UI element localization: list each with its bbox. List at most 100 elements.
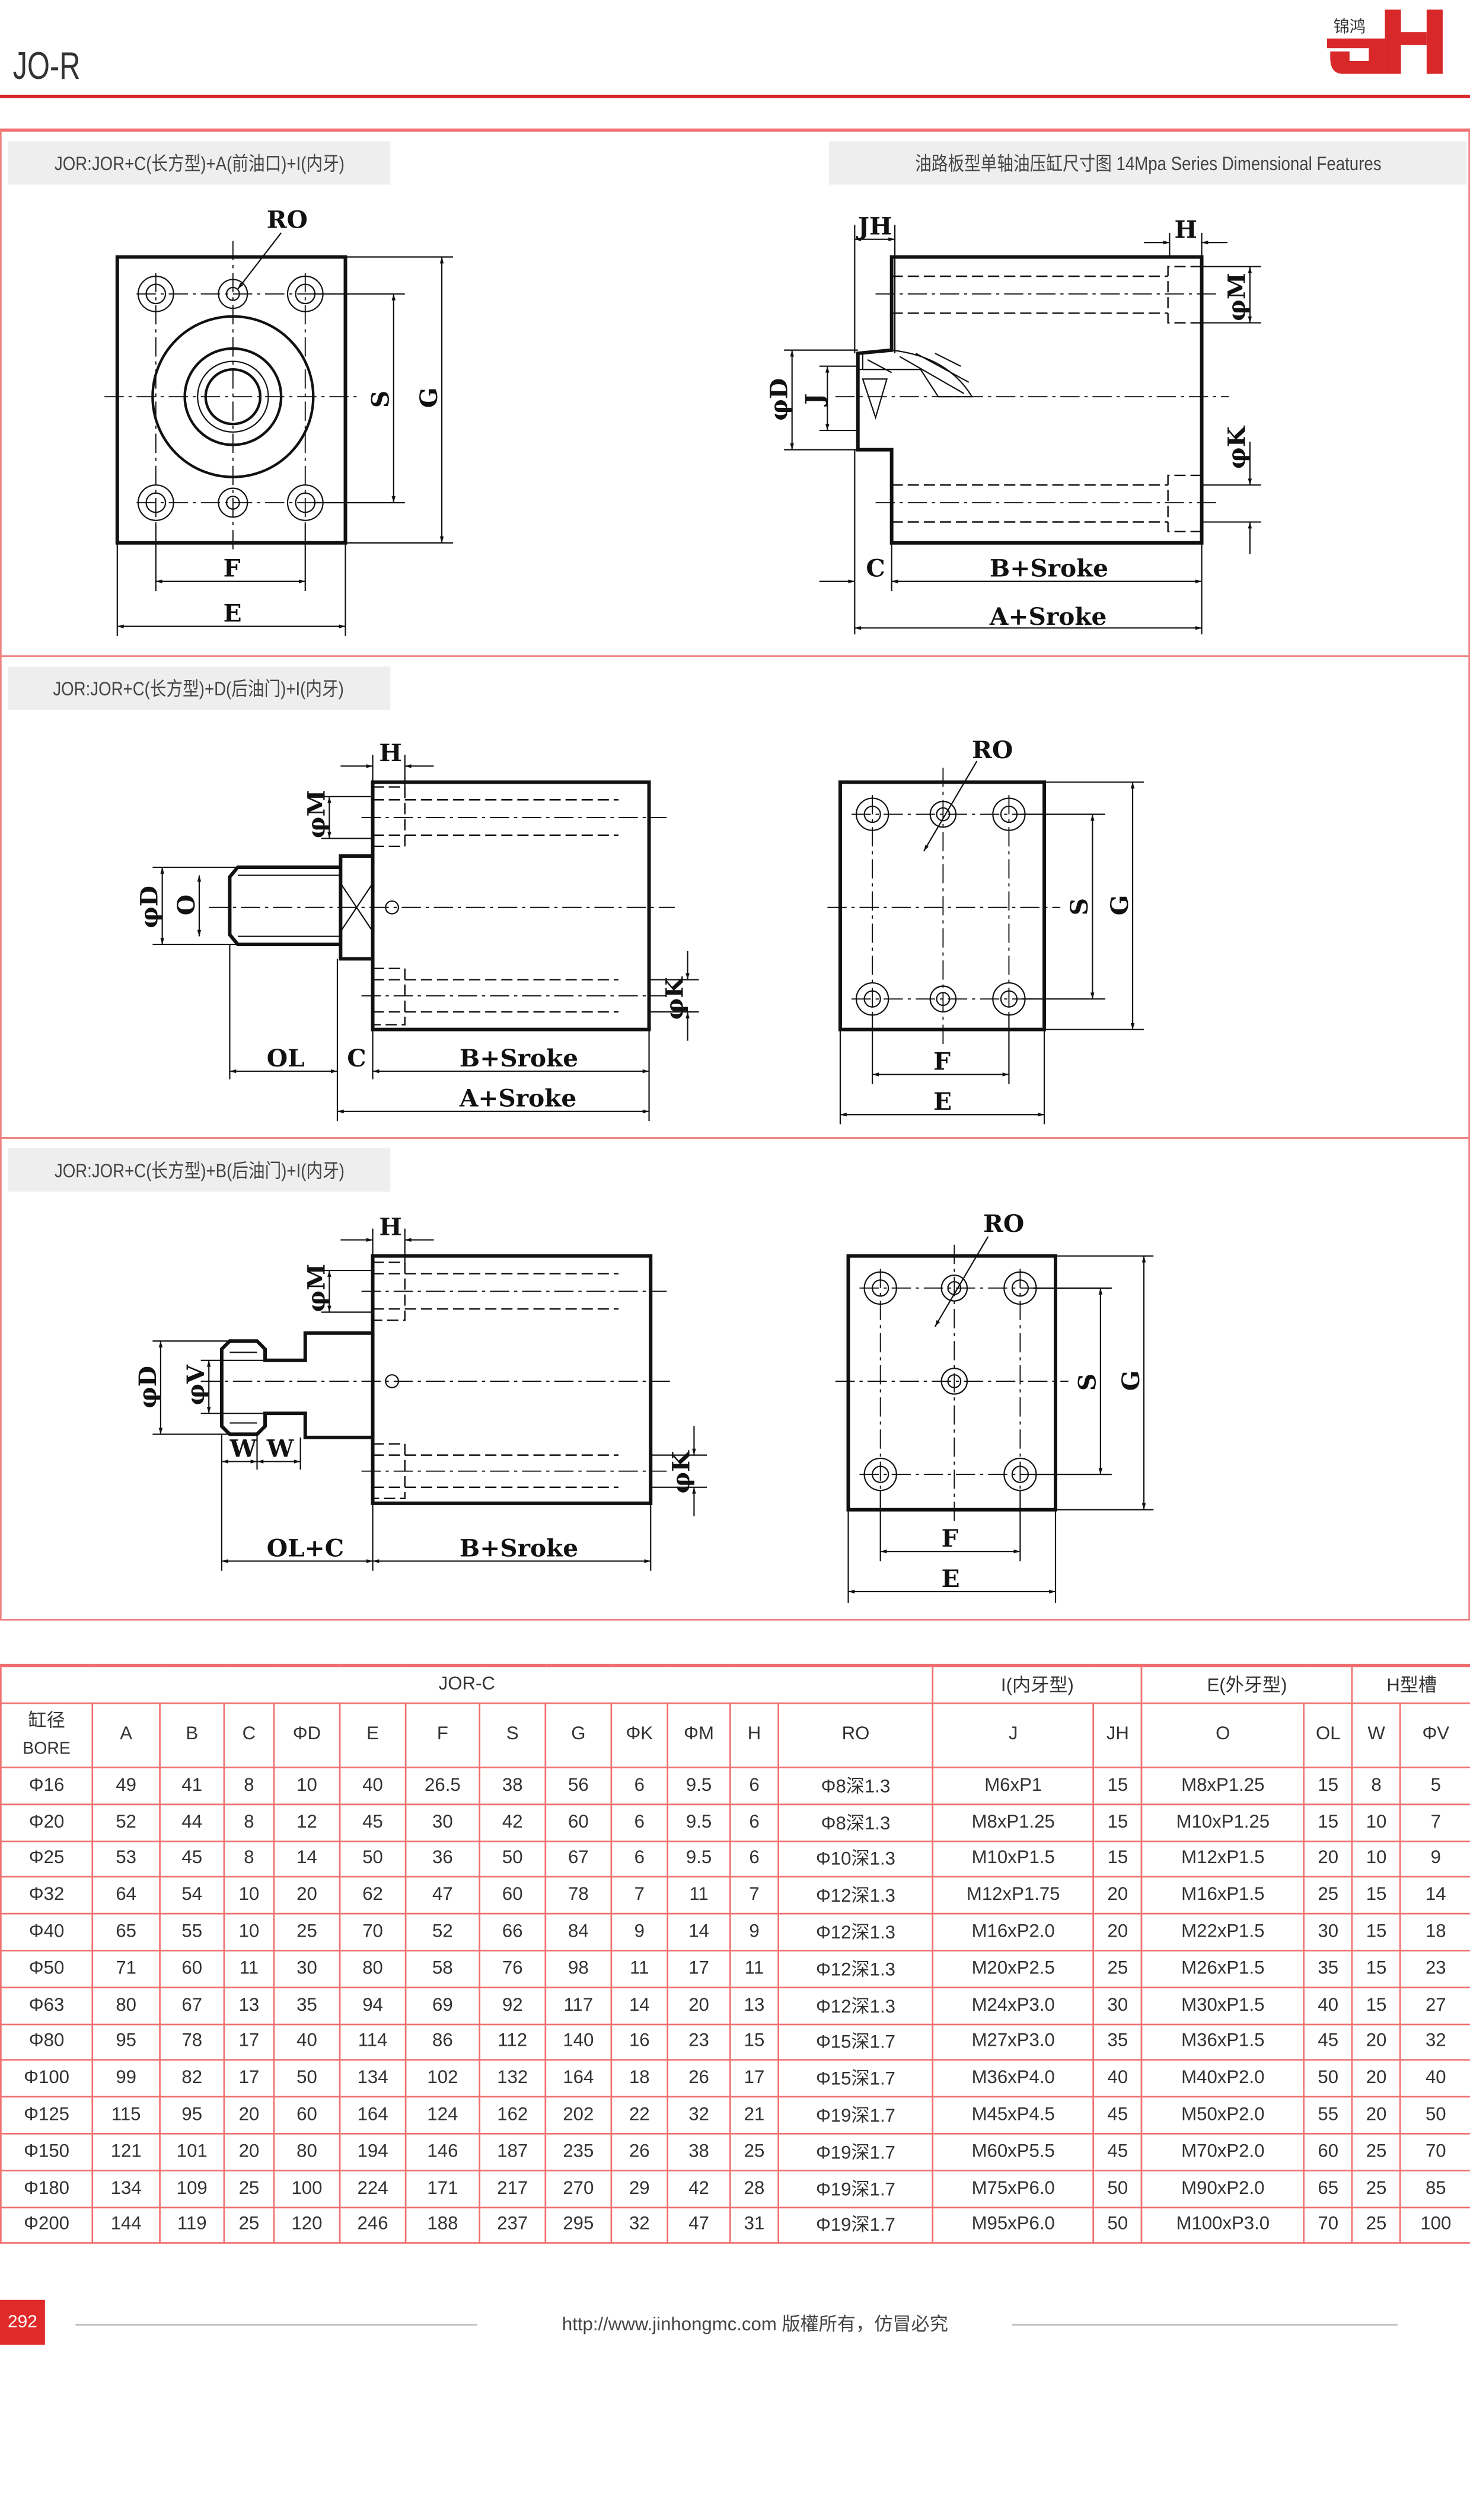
- table-cell: 17: [667, 1950, 731, 1988]
- table-cell: 10: [223, 1913, 275, 1952]
- table-cell: 12: [273, 1803, 341, 1842]
- dim-label-e: E: [942, 1564, 960, 1593]
- table-cell: 45: [339, 1803, 407, 1842]
- table-cell: 32: [610, 2206, 669, 2244]
- dim-label-ro: RO: [972, 736, 1013, 764]
- table-cell: 13: [223, 1986, 275, 2025]
- table-cell: M36xP4.0: [932, 2059, 1095, 2098]
- table-cell: 20: [667, 1986, 731, 2025]
- bore-header-en: BORE: [23, 1738, 71, 1758]
- table-cell: 71: [91, 1950, 161, 1988]
- table-cell: 76: [479, 1950, 547, 1988]
- table-cell: 92: [479, 1986, 547, 2025]
- front-view-1: RO S G F E: [104, 206, 454, 636]
- table-cell: 14: [667, 1913, 731, 1952]
- table-cell: 117: [544, 1986, 613, 2025]
- table-cell: 84: [544, 1913, 613, 1952]
- table-cell: 38: [479, 1767, 547, 1805]
- table-cell: 8: [223, 1767, 275, 1805]
- table-cell: 18: [1399, 1913, 1470, 1952]
- table-cell: 21: [729, 2096, 780, 2135]
- table-cell: 9.5: [667, 1803, 731, 1842]
- svg-text:锦鸿: 锦鸿: [1334, 18, 1366, 36]
- table-cell: M16xP1.5: [1141, 1876, 1305, 1915]
- table-cell: 124: [404, 2096, 481, 2135]
- table-cell: 66: [479, 1913, 547, 1952]
- table-cell: M12xP1.5: [1141, 1839, 1305, 1879]
- table-cell: 40: [339, 1767, 407, 1805]
- table-cell: 270: [544, 2169, 613, 2208]
- table-cell: M45xP4.5: [932, 2096, 1095, 2135]
- table-cell: 25: [223, 2206, 275, 2244]
- table-cell: 164: [544, 2059, 613, 2098]
- table-cell: M40xP2.0: [1141, 2059, 1305, 2098]
- table-cell: 45: [159, 1839, 225, 1879]
- table-cell: 10: [223, 1876, 275, 1915]
- table-cell: 95: [159, 2096, 225, 2135]
- table-cell: M36xP1.5: [1141, 2023, 1305, 2062]
- table-cell: 30: [404, 1803, 481, 1842]
- table-cell: 25: [1351, 2206, 1402, 2244]
- column-header: O: [1141, 1702, 1305, 1768]
- table-cell: Φ12深1.3: [777, 1950, 934, 1988]
- table-cell: Φ15深1.7: [777, 2023, 934, 2062]
- table-cell: 121: [91, 2132, 161, 2171]
- group-header: H型槽: [1351, 1665, 1470, 1704]
- table-cell: 102: [404, 2059, 481, 2098]
- table-cell: 5: [1399, 1767, 1470, 1805]
- dim-label-h: H: [379, 1212, 401, 1241]
- table-cell: 52: [404, 1913, 481, 1952]
- table-cell: 7: [729, 1876, 780, 1915]
- table-cell: M100xP3.0: [1141, 2206, 1305, 2244]
- table-cell: 45: [1092, 2132, 1143, 2171]
- table-cell: 10: [1351, 1803, 1402, 1842]
- table-cell: M8xP1.25: [932, 1803, 1095, 1842]
- table-cell: 30: [1303, 1913, 1353, 1952]
- table-cell: 40: [1092, 2059, 1143, 2098]
- table-cell: M16xP2.0: [932, 1913, 1095, 1952]
- dim-label-f: F: [942, 1524, 959, 1553]
- table-cell: 78: [544, 1876, 613, 1915]
- table-cell: 235: [544, 2132, 613, 2171]
- table-cell: M90xP2.0: [1141, 2169, 1305, 2208]
- column-header: ΦM: [667, 1702, 731, 1768]
- column-header: W: [1351, 1702, 1402, 1768]
- table-cell: M26xP1.5: [1141, 1950, 1305, 1988]
- column-header: S: [479, 1702, 547, 1768]
- table-cell: M75xP6.0: [932, 2169, 1095, 2208]
- table-cell: 78: [159, 2023, 225, 2062]
- dim-label-d: φD: [765, 378, 793, 421]
- table-cell: 15: [1351, 1986, 1402, 2025]
- dim-label-s: S: [1065, 898, 1093, 915]
- table-cell: 11: [667, 1876, 731, 1915]
- panel-label: JOR:JOR+C(长方型)+A(前油口)+I(内牙): [8, 141, 391, 185]
- table-cell: 26: [667, 2059, 731, 2098]
- table-cell: 100: [1399, 2206, 1470, 2244]
- dim-label-f: F: [933, 1047, 951, 1075]
- table-cell: 65: [1303, 2169, 1353, 2208]
- table-cell: 52: [91, 1803, 161, 1842]
- table-cell: 7: [610, 1876, 669, 1915]
- dim-label-a-stroke: A+Sroke: [989, 602, 1107, 631]
- table-cell: M10xP1.25: [1141, 1803, 1305, 1842]
- bore-cell: Φ20: [0, 1803, 94, 1842]
- table-cell: 140: [544, 2023, 613, 2062]
- column-header: F: [404, 1702, 481, 1768]
- bore-header-cn: 缸径: [28, 1711, 65, 1731]
- bore-cell: Φ16: [0, 1767, 94, 1805]
- table-cell: 26.5: [404, 1767, 481, 1805]
- table-cell: 40: [1303, 1986, 1353, 2025]
- table-cell: 31: [729, 2206, 780, 2244]
- table-cell: 15: [1092, 1803, 1143, 1842]
- column-header: A: [91, 1702, 161, 1768]
- table-cell: 50: [339, 1839, 407, 1879]
- table-cell: 11: [223, 1950, 275, 1988]
- table-cell: 44: [159, 1803, 225, 1842]
- table-cell: 13: [729, 1986, 780, 2025]
- table-cell: 9.5: [667, 1839, 731, 1879]
